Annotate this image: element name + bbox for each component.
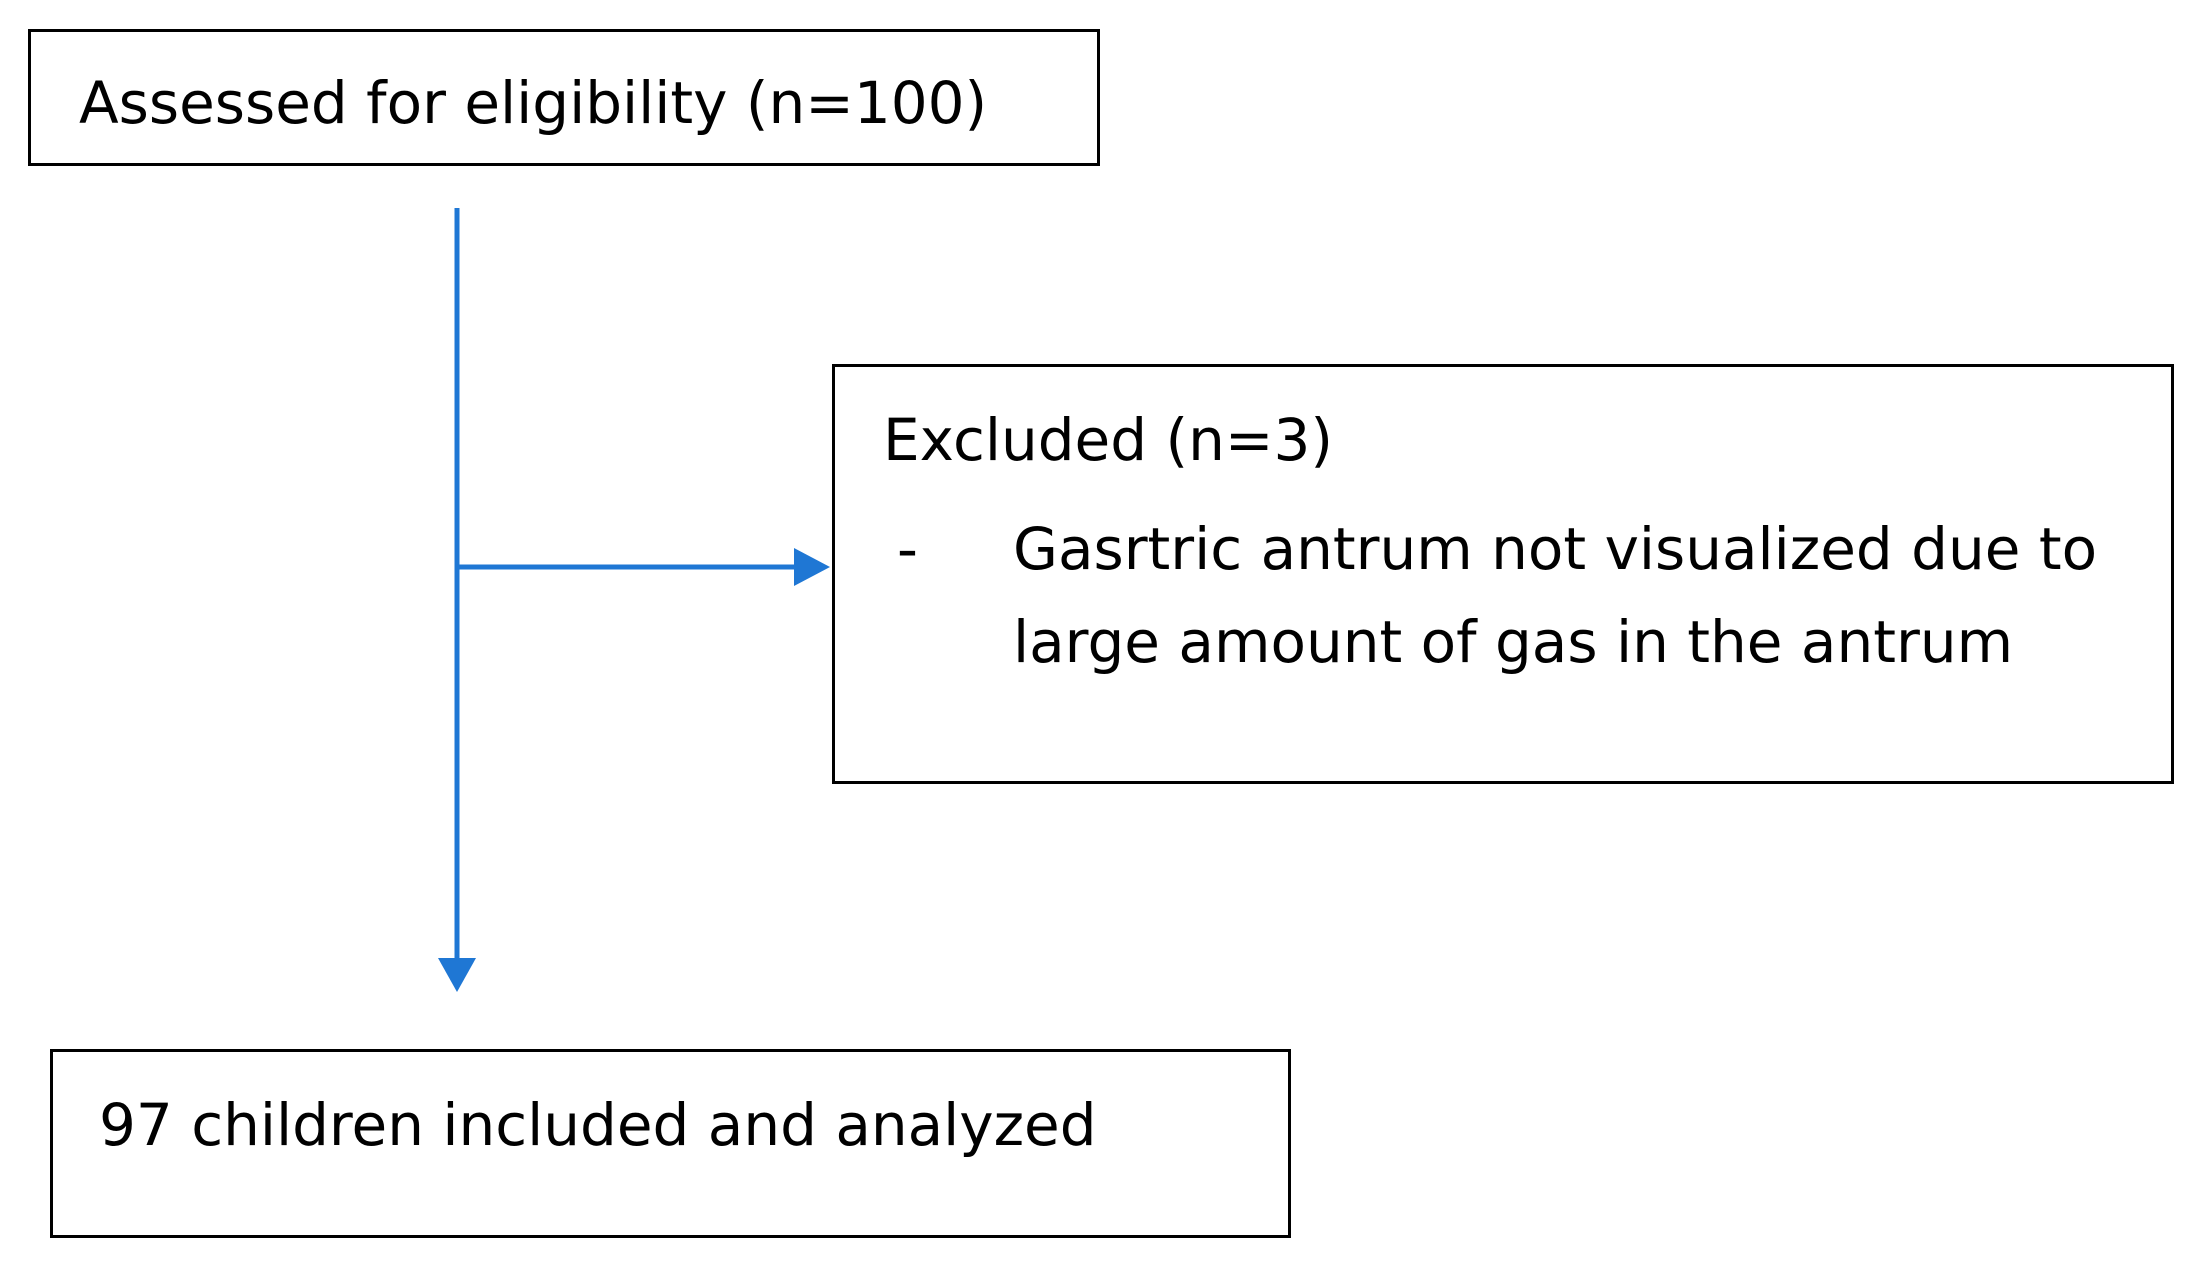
assessed-box: Assessed for eligibility (n=100) [28, 29, 1100, 166]
included-box: 97 children included and analyzed [50, 1049, 1291, 1238]
assessed-label: Assessed for eligibility (n=100) [79, 69, 988, 137]
excluded-title: Excluded (n=3) [883, 406, 1333, 474]
included-label: 97 children included and analyzed [99, 1091, 1097, 1159]
down-arrowhead [438, 958, 476, 992]
exclusion-reason-text: Gasrtric antrum not visualized due to la… [1013, 515, 2098, 676]
right-arrowhead [794, 548, 830, 586]
excluded-box: Excluded (n=3) - Gasrtric antrum not vis… [832, 364, 2174, 784]
bullet-marker: - [897, 515, 918, 583]
